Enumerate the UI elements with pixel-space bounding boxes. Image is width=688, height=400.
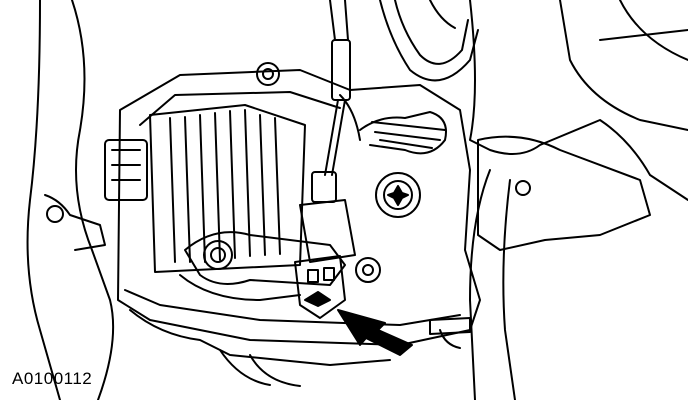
lever-pivot-bolt <box>204 241 232 269</box>
transmission-case <box>118 70 480 386</box>
lever-bolt <box>356 258 380 282</box>
range-sensor <box>150 105 305 272</box>
lower-fasteners <box>430 318 470 348</box>
pointer-arrow <box>338 310 412 355</box>
torx-bolt <box>376 173 420 217</box>
shift-lever <box>180 232 345 300</box>
figure-id-label: A0100112 <box>12 369 93 388</box>
bracket <box>478 137 650 250</box>
cable-rod <box>325 0 360 175</box>
wiring-harness <box>360 0 478 153</box>
side-connector <box>45 140 147 250</box>
bracket-hole <box>516 181 530 195</box>
mounting-bolt <box>257 63 279 85</box>
sensor-connector <box>295 172 355 318</box>
vehicle-frame-outline <box>28 0 688 400</box>
